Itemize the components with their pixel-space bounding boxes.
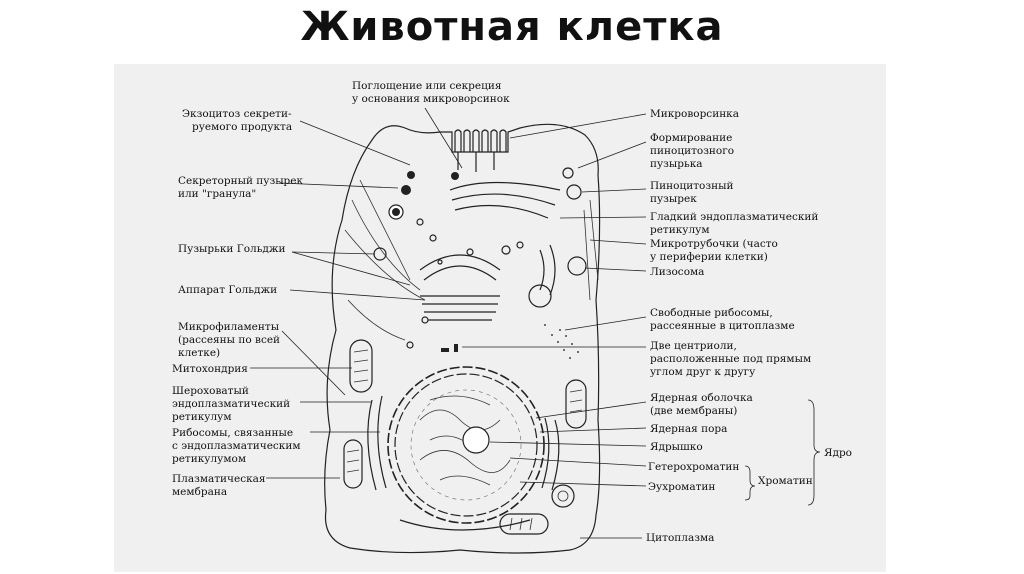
- microvilli: [454, 129, 507, 172]
- label-lysosome: Лизосома: [650, 266, 704, 278]
- label-bound-ribosomes: Рибосомы, связанные с эндоплазматическим…: [172, 427, 301, 465]
- label-exocytosis-line1: Экзоцитоз секрети-: [182, 108, 292, 120]
- label-pinocytotic-vesicle-line1: Пиноцитозный: [650, 180, 733, 192]
- label-absorption-line1: Поглощение или секреция: [352, 80, 502, 92]
- label-mitochondrion: Митохондрия: [172, 363, 248, 375]
- label-free-ribosomes-line1: Свободные рибосомы,: [650, 307, 773, 319]
- label-bound-ribosomes-line3: ретикулумом: [172, 453, 246, 465]
- label-smooth-er-line1: Гладкий эндоплазматический: [650, 211, 818, 223]
- label-pinocytotic-forming-line1: Формирование: [650, 132, 732, 144]
- label-centrioles-line1: Две центриоли,: [650, 340, 737, 352]
- label-pinocytotic-forming-line3: пузырька: [650, 158, 703, 170]
- label-pinocytotic-forming-line2: пиноцитозного: [650, 145, 734, 157]
- mitochondria-drawing: [343, 339, 587, 535]
- label-nuclear-pore: Ядерная пора: [650, 423, 727, 435]
- label-plasma-membrane: Плазматическая мембрана: [172, 473, 266, 498]
- microfilaments-drawing: [344, 179, 426, 341]
- lysosomes-drawing: [437, 167, 587, 308]
- label-absorption-line2: у основания микроворсинок: [352, 93, 510, 105]
- label-rough-er-line3: ретикулум: [172, 411, 232, 423]
- label-rough-er-line1: Шероховатый: [172, 385, 249, 397]
- label-golgi-apparatus: Аппарат Гольджи: [178, 284, 277, 296]
- label-centrioles-line3: углом друг к другу: [650, 366, 756, 378]
- label-free-ribosomes-line2: рассеянные в цитоплазме: [650, 320, 795, 332]
- label-microtubules-line1: Микротрубочки (часто: [650, 238, 778, 250]
- label-secretory-vesicle-line2: или "гранула": [178, 188, 256, 200]
- label-plasma-membrane-line1: Плазматическая: [172, 473, 266, 485]
- label-secretory-vesicle-line1: Секреторный пузырек: [178, 175, 303, 187]
- label-pinocytotic-vesicle: Пиноцитозный пузырек: [650, 180, 733, 205]
- label-cytoplasm: Цитоплазма: [646, 532, 714, 544]
- label-microfilaments-line2: (рассеяны по всей: [178, 334, 280, 346]
- label-absorption: Поглощение или секреция у основания микр…: [352, 80, 510, 105]
- label-bound-ribosomes-line1: Рибосомы, связанные: [172, 427, 293, 439]
- label-pinocytotic-vesicle-line2: пузырек: [650, 193, 697, 205]
- label-smooth-er: Гладкий эндоплазматический ретикулум: [650, 211, 818, 236]
- nucleus-drawing: [387, 366, 545, 524]
- label-exocytosis-line2: руемого продукта: [192, 121, 292, 133]
- label-rough-er: Шероховатый эндоплазматический ретикулум: [172, 385, 290, 423]
- label-nucleus: Ядро: [824, 447, 852, 459]
- label-nucleolus: Ядрышко: [650, 441, 703, 453]
- label-nuclear-envelope: Ядерная оболочка (две мембраны): [650, 392, 753, 417]
- leader-lines-left: [250, 120, 426, 479]
- label-microtubules: Микротрубочки (часто у периферии клетки): [650, 238, 778, 263]
- label-exocytosis: Экзоцитоз секрети- руемого продукта: [182, 108, 292, 133]
- label-microfilaments: Микрофиламенты (рассеяны по всей клетке): [178, 321, 280, 359]
- label-plasma-membrane-line2: мембрана: [172, 486, 227, 498]
- label-heterochromatin: Гетерохроматин: [648, 461, 739, 473]
- label-nuclear-envelope-line1: Ядерная оболочка: [650, 392, 753, 404]
- label-microtubules-line2: у периферии клетки): [650, 251, 768, 263]
- golgi-apparatus-drawing: [419, 254, 501, 321]
- plasma-membrane-outline: [324, 123, 601, 554]
- free-ribosomes-drawing: [544, 324, 579, 359]
- label-microfilaments-line1: Микрофиламенты: [178, 321, 279, 333]
- label-microvillus: Микроворсинка: [650, 108, 739, 120]
- braces: [744, 399, 821, 506]
- label-centrioles-line2: расположенные под прямым: [650, 353, 811, 365]
- label-secretory-vesicle: Секреторный пузырек или "гранула": [178, 175, 303, 200]
- label-euchromatin: Эухроматин: [648, 481, 715, 493]
- smooth-er-drawing: [449, 181, 561, 296]
- label-pinocytotic-forming: Формирование пиноцитозного пузырька: [650, 132, 734, 170]
- label-microfilaments-line3: клетке): [178, 347, 220, 359]
- rough-er-drawing: [367, 395, 560, 531]
- leader-lines-right: [424, 107, 647, 539]
- label-golgi-vesicles: Пузырьки Гольджи: [178, 243, 286, 255]
- centrioles-drawing: [441, 344, 458, 352]
- label-bound-ribosomes-line2: с эндоплазматическим: [172, 440, 301, 452]
- microtubules-drawing: [583, 199, 599, 301]
- label-chromatin: Хроматин: [758, 475, 813, 487]
- label-centrioles: Две центриоли, расположенные под прямым …: [650, 340, 811, 378]
- label-rough-er-line2: эндоплазматический: [172, 398, 290, 410]
- label-nuclear-envelope-line2: (две мембраны): [650, 405, 737, 417]
- label-smooth-er-line2: ретикулум: [650, 224, 710, 236]
- secretory-vesicles: [388, 171, 459, 220]
- label-free-ribosomes: Свободные рибосомы, рассеянные в цитопла…: [650, 307, 795, 332]
- page-title: Животная клетка: [300, 4, 724, 50]
